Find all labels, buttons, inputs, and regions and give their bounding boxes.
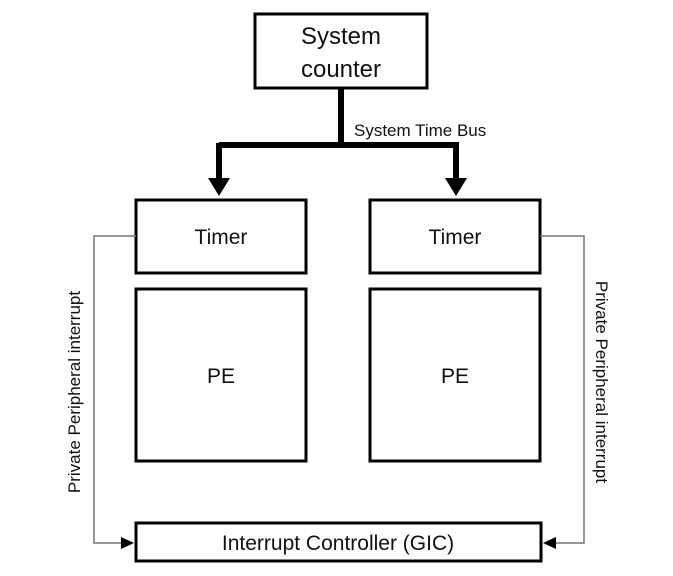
system-counter-label-line1: System <box>301 23 381 50</box>
ppi-right-connector <box>540 235 585 549</box>
ppi-left-arrow-icon <box>121 537 134 549</box>
pe-left-label: PE <box>207 365 235 388</box>
ppi-left-connector <box>93 235 136 549</box>
timer-left-label: Timer <box>195 226 248 249</box>
bus-arrow-right-icon <box>445 178 467 196</box>
system-counter-label-line2: counter <box>301 56 381 83</box>
pe-left-box: PE <box>134 287 308 463</box>
ppi-right-label: Private Peripheral interrupt <box>592 281 611 483</box>
system-time-bus <box>208 88 467 196</box>
interrupt-controller-label: Interrupt Controller (GIC) <box>222 532 454 555</box>
timer-right-box: Timer <box>368 198 542 275</box>
pe-right-label: PE <box>441 365 469 388</box>
system-counter-box: System counter <box>253 12 429 90</box>
bus-arrow-left-icon <box>208 178 230 196</box>
system-time-bus-label: System Time Bus <box>354 121 486 140</box>
timer-right-label: Timer <box>429 226 482 249</box>
interrupt-controller-box: Interrupt Controller (GIC) <box>134 521 543 563</box>
timer-left-box: Timer <box>134 198 308 275</box>
ppi-right-arrow-icon <box>543 537 556 549</box>
ppi-left-label: Private Peripheral interrupt <box>65 291 84 493</box>
pe-right-box: PE <box>368 287 542 463</box>
